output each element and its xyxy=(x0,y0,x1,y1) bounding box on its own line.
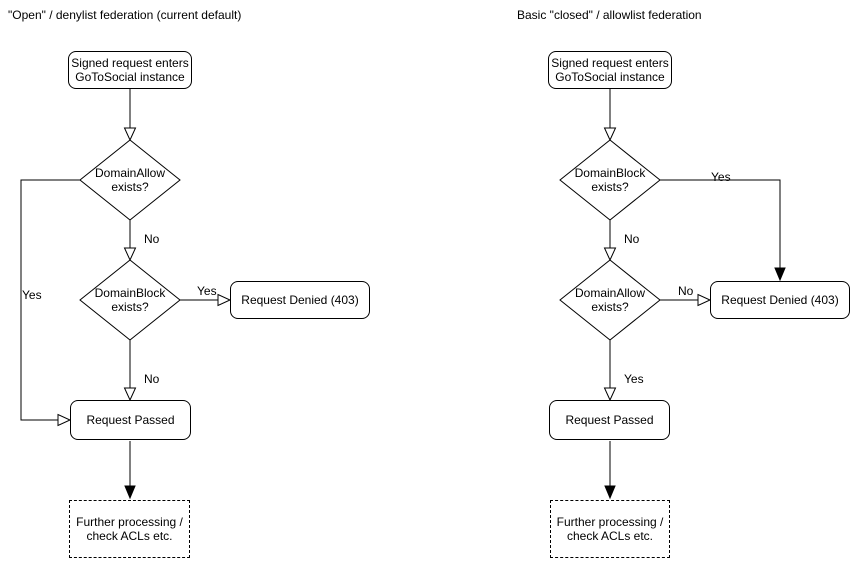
left-decision-shapes xyxy=(79,139,181,341)
arrowhead-open-icon xyxy=(603,127,617,142)
arrowhead-open-icon xyxy=(217,293,232,307)
left-start-node: Signed request enters GoToSocial instanc… xyxy=(68,51,192,89)
right-decision1-yes-to-denied-edge xyxy=(660,179,781,268)
arrowhead-open-icon xyxy=(123,387,137,402)
right-decision2-label: DomainAllow exists? xyxy=(574,285,646,314)
right-further-processing-node: Further processing / check ACLs etc. xyxy=(550,500,670,558)
right-decision1-yes-label: Yes xyxy=(711,170,731,184)
left-request-denied-node: Request Denied (403) xyxy=(230,281,370,319)
left-chart-title: "Open" / denylist federation (current de… xyxy=(8,8,242,22)
left-decision2-yes-label: Yes xyxy=(197,284,217,298)
right-request-passed-node: Request Passed xyxy=(549,400,670,440)
arrowhead-solid-icon xyxy=(774,267,786,282)
arrowhead-open-icon xyxy=(123,127,137,142)
right-decision1-no-label: No xyxy=(624,232,640,246)
arrowhead-open-icon xyxy=(57,413,72,427)
left-further-processing-node: Further processing / check ACLs etc. xyxy=(69,500,190,558)
left-decision1-no-label: No xyxy=(144,232,160,246)
right-decision1-label: DomainBlock exists? xyxy=(574,165,646,194)
right-decision-shapes xyxy=(559,139,661,341)
left-decision1-diamond xyxy=(79,139,181,221)
arrowhead-open-icon xyxy=(697,293,712,307)
right-decision2-no-label: No xyxy=(678,284,694,298)
right-chart-title: Basic "closed" / allowlist federation xyxy=(517,8,702,22)
arrowhead-solid-icon xyxy=(124,485,136,500)
right-decision2-diamond xyxy=(559,259,661,341)
right-edges xyxy=(603,89,786,500)
right-decision2-yes-label: Yes xyxy=(624,372,644,386)
arrowhead-open-icon xyxy=(603,247,617,262)
left-decision2-label: DomainBlock exists? xyxy=(94,285,166,314)
left-decision1-yes-label: Yes xyxy=(22,288,42,302)
arrowhead-open-icon xyxy=(123,247,137,262)
left-decision2-no-label: No xyxy=(144,372,160,386)
left-decision2-diamond xyxy=(79,259,181,341)
arrowhead-open-icon xyxy=(603,387,617,402)
right-request-denied-node: Request Denied (403) xyxy=(710,281,850,319)
left-edges xyxy=(20,89,232,500)
arrowhead-solid-icon xyxy=(604,485,616,500)
left-decision1-label: DomainAllow exists? xyxy=(94,165,166,194)
right-start-node: Signed request enters GoToSocial instanc… xyxy=(548,51,672,89)
left-request-passed-node: Request Passed xyxy=(70,400,191,440)
right-decision1-diamond xyxy=(559,139,661,221)
left-decision1-yes-loop-edge xyxy=(20,179,80,421)
